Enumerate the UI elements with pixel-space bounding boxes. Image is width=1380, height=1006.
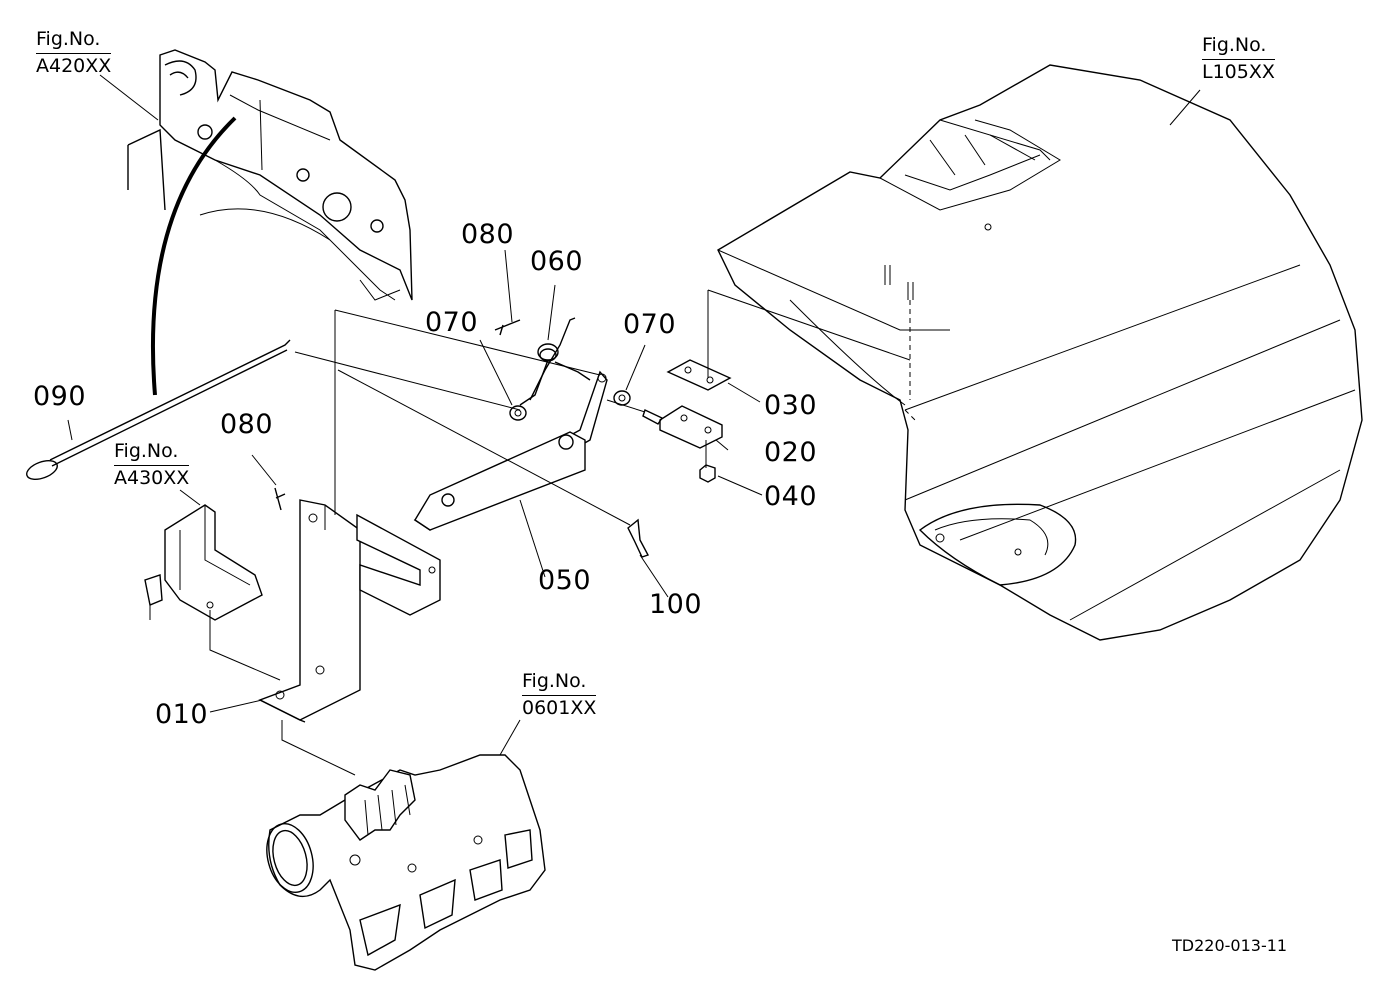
fig-ref-a420-label: Fig.No. [36,28,101,50]
washers-070 [509,390,631,421]
part-label-040: 040 [764,481,818,512]
fig-ref-a420-code: A420XX [36,53,112,77]
part-label-010: 010 [155,699,209,730]
part-label-060: 060 [530,246,584,277]
fig-ref-l105-label: Fig.No. [1202,34,1267,56]
fig-ref-0601: Fig.No. 0601XX [522,670,597,719]
fig-ref-0601-code: 0601XX [522,695,597,719]
fig-ref-l105-code: L105XX [1202,59,1275,83]
fig-ref-0601-label: Fig.No. [522,670,587,692]
fig-ref-a430: Fig.No. A430XX [114,440,190,489]
spring-060 [519,317,591,406]
part-label-070-left: 070 [425,307,479,338]
plates-020-030 [642,359,732,483]
part-label-030: 030 [764,390,818,421]
leader-lines [67,74,1201,776]
part-label-070-right: 070 [623,309,677,340]
drawing-id: TD220-013-11 [1172,936,1288,955]
fig-ref-l105: Fig.No. L105XX [1202,36,1275,82]
part-label-090: 090 [33,381,87,412]
part-label-020: 020 [764,437,818,468]
bracket-a430 [144,504,263,621]
fig-ref-a430-label: Fig.No. [114,440,179,462]
fig-ref-a430-code: A430XX [114,465,190,489]
clip-100 [627,518,650,558]
rod-090 [26,339,291,480]
part-label-080-left: 080 [220,409,274,440]
fig-ref-a420: Fig.No. A420XX [36,28,112,77]
housing-a420 [127,49,413,396]
part-label-080-top: 080 [461,219,515,250]
bracket-010 [258,499,441,723]
lever-050 [413,370,608,531]
cover-l105 [717,64,1363,641]
part-label-050: 050 [538,565,592,596]
part-label-100: 100 [649,589,703,620]
pins-080 [274,319,521,511]
manifold-0601 [266,754,546,971]
